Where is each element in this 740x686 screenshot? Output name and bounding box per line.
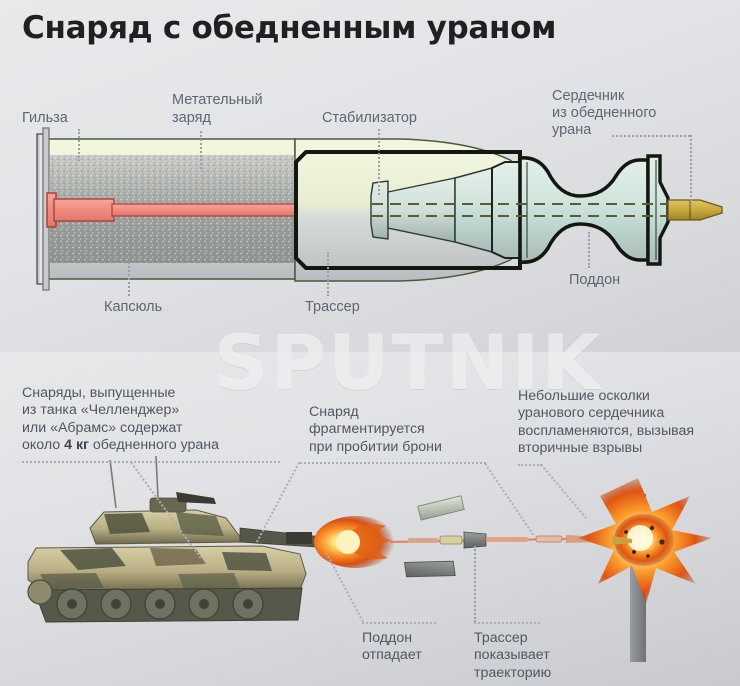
sabot-petals: [404, 495, 465, 578]
penetrator-rear-collar: [491, 161, 521, 259]
barrel-fume-extractor: [286, 532, 312, 544]
left-line-2: из танка «Челленджер»: [22, 402, 180, 419]
label-tracer: Трассер: [305, 299, 360, 315]
left-line-1: Снаряды, выпущенные: [22, 385, 176, 401]
leader-vertical-tracer: [474, 546, 476, 622]
primer-tube: [53, 198, 115, 222]
leader-underline-right: [518, 464, 542, 466]
leader-underline-tracer: [474, 622, 540, 624]
turret-camo-1: [104, 513, 150, 534]
leader-propelling-charge: [200, 131, 202, 169]
scene-svg: [27, 455, 712, 662]
leader-primer: [128, 262, 130, 296]
left-line-4-pre: около: [22, 437, 65, 454]
label-case: Гильза: [22, 110, 68, 126]
uranium-core-body: [518, 155, 650, 265]
middle-line-2: фрагментируется: [309, 421, 425, 438]
right-line-1: Небольшие осколки: [518, 388, 650, 404]
label-core-line2: из обедненного: [552, 105, 657, 121]
uranium-mass-value: 4 кг: [64, 437, 89, 454]
tank-camo-5: [178, 573, 240, 589]
stabilizer-fin-front: [454, 167, 493, 253]
label-stabilizer: Стабилизатор: [322, 110, 417, 126]
tank-illustration: [27, 455, 333, 623]
tank-camo-3: [222, 552, 272, 571]
label-primer: Капсюль: [104, 299, 163, 315]
tank-camo-2: [150, 548, 206, 566]
label-propelling-charge-line2: заряд: [172, 110, 211, 126]
tracer-caption-line-1: Трассер: [474, 630, 528, 646]
right-line-3: воспламеняются, вызывая: [518, 422, 695, 439]
sabot-petal-lower: [404, 560, 456, 578]
tracer-caption-line-3: траекторию: [474, 664, 552, 681]
shell-diagram: [0, 120, 740, 300]
left-line-3: или «Абрамс» содержат: [22, 419, 183, 436]
caption-sabot: Поддон отпадает: [362, 630, 472, 665]
sabot-caption-line-1: Поддон: [362, 630, 413, 646]
right-line-2: уранового сердечника: [518, 405, 665, 422]
label-core-line1: Сердечник: [552, 88, 625, 104]
penetrator-gold-tip: [667, 199, 723, 221]
tank-antenna-2: [155, 455, 159, 499]
dart-sabot-piece: [439, 535, 463, 545]
leader-tracer: [327, 252, 329, 296]
uranium-core-front-collar: [646, 154, 670, 266]
text-block-right: Небольшие осколки уранового сердечника в…: [518, 388, 734, 458]
tank-idler-wheel: [27, 579, 53, 605]
tank-antenna-1: [109, 459, 117, 509]
left-line-4-post: обедненного урана: [88, 437, 220, 454]
right-line-4: вторичные взрывы: [518, 440, 643, 457]
middle-line-1: Снаряд: [309, 404, 359, 420]
leader-underline-sabot: [362, 622, 436, 624]
muzzle-flash: [314, 516, 398, 568]
dart-rod-segment-1: [408, 538, 438, 543]
impact-explosion: [578, 478, 712, 604]
turret-camo-2: [176, 512, 224, 536]
sabot-caption-line-2: отпадает: [362, 647, 422, 664]
dart-rod-segment-2: [486, 537, 528, 542]
primer-flash-tube: [111, 203, 296, 217]
tank-machine-gun: [176, 492, 216, 504]
tank-cupola: [149, 497, 187, 513]
sabot-outline: [294, 150, 522, 270]
leader-core-horizontal: [612, 135, 690, 137]
tank-camo-4: [40, 573, 104, 589]
leader-case: [78, 129, 80, 161]
leader-sabot: [588, 232, 590, 268]
text-block-middle: Снаряд фрагментируется при пробитии брон…: [309, 404, 499, 456]
text-block-left: Снаряды, выпущенные из танка «Челленджер…: [22, 385, 287, 455]
middle-line-3: при пробитии брони: [309, 438, 442, 455]
impact-scene: [0, 352, 740, 686]
label-sabot: Поддон: [569, 272, 621, 288]
dart-fin-assembly: [463, 531, 487, 549]
leader-core-vertical: [690, 135, 692, 205]
leader-underline-middle: [300, 462, 486, 464]
tank-roadwheels: [56, 588, 264, 620]
tank-camo-1: [60, 548, 126, 570]
leader-stabilizer: [378, 129, 380, 195]
tracer-caption-line-2: показывает: [474, 647, 550, 664]
left-line-4: около 4 кг обедненного урана: [22, 437, 287, 454]
shell-svg: [36, 127, 723, 291]
label-core-line3: урана: [552, 122, 592, 138]
stabilizer-fin-rear: [370, 180, 389, 240]
sabot-petal-upper: [417, 495, 465, 521]
dart-impact-stub: [612, 536, 632, 545]
caption-tracer: Трассер показывает траекторию: [474, 630, 594, 682]
dart-rod-segment-3: [535, 535, 563, 543]
sputnik-watermark: SPUTNIK: [213, 318, 603, 407]
label-propelling-charge-line1: Метательный: [172, 92, 263, 108]
flash-core: [336, 530, 360, 554]
blast-white-core: [627, 525, 653, 551]
leader-underline-left: [22, 461, 280, 463]
page-title: Снаряд с обедненным ураном: [22, 10, 557, 46]
blast-debris: [624, 525, 665, 558]
